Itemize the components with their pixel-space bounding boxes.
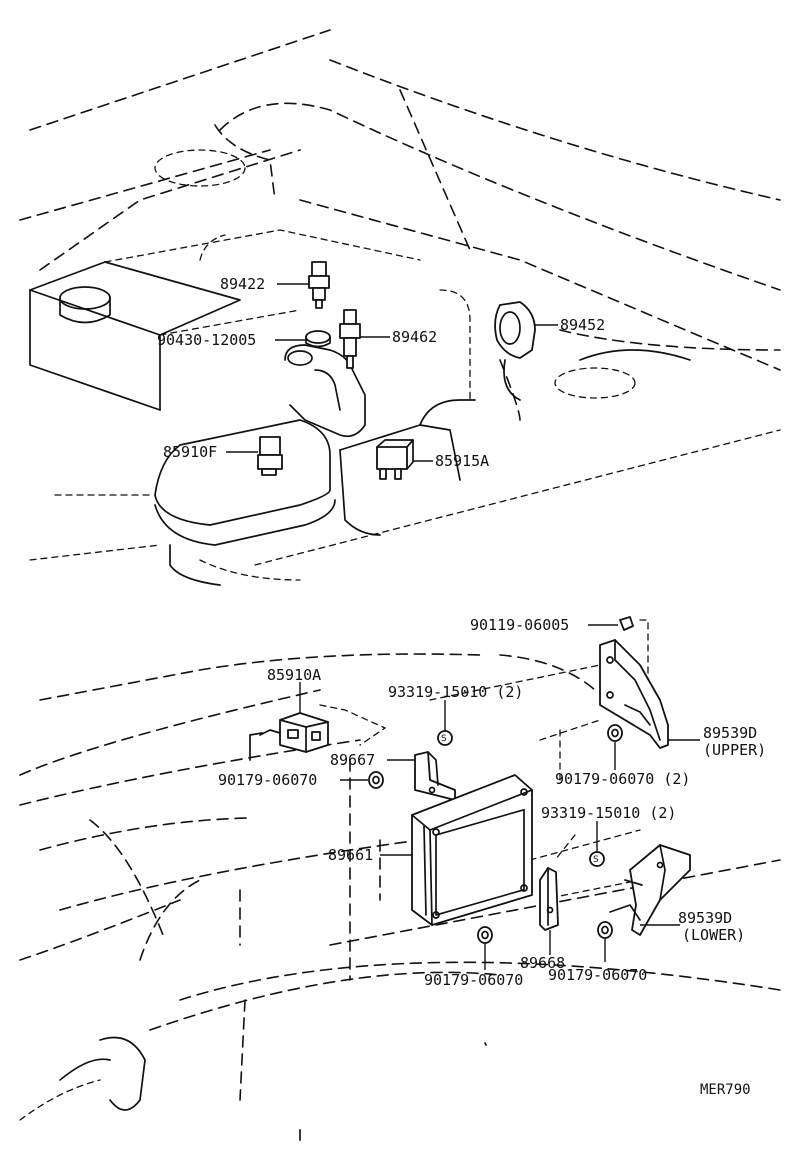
label-lower-note: (LOWER) (682, 926, 745, 944)
label-90179-06070-2: 90179-06070 (2) (555, 770, 690, 788)
part-89661-ecu-module[interactable]: 89661 (328, 774, 533, 926)
label-89462: 89462 (392, 328, 437, 346)
part-85910F-relay[interactable]: 85910F (163, 436, 283, 476)
label-89539D-upper: 89539D (703, 724, 757, 742)
label-89422: 89422 (220, 275, 265, 293)
label-90119-06005: 90119-06005 (470, 616, 569, 634)
part-89462-sensor[interactable]: 89462 (339, 309, 437, 369)
label-upper-note: (UPPER) (703, 741, 766, 759)
part-85915A-relay[interactable]: 85915A (376, 439, 489, 480)
part-90179-06070-left-nut[interactable]: 90179-06070 (218, 771, 384, 789)
label-90430-12005: 90430-12005 (157, 331, 256, 349)
label-93319-15010-upper: 93319-15010 (2) (388, 683, 523, 701)
part-93319-15010-lower-clip[interactable]: S 93319-15010 (2) (541, 804, 676, 867)
label-85915A: 85915A (435, 452, 489, 470)
part-89452-sensor[interactable]: 89452 (494, 301, 605, 359)
part-90179-06070-bottom-left-nut[interactable]: 90179-06070 (424, 926, 523, 989)
clip-mark-icon: S (593, 855, 599, 865)
label-89452: 89452 (560, 316, 605, 334)
part-89539D-upper-bracket[interactable]: 89539D (UPPER) (599, 639, 766, 759)
part-89539D-lower-bracket[interactable]: 89539D (LOWER) (609, 844, 745, 944)
label-90179-06070-left: 90179-06070 (218, 771, 317, 789)
label-90179-06070-bottom-right: 90179-06070 (548, 966, 647, 984)
clip-mark-icon: S (441, 734, 447, 744)
label-85910A: 85910A (267, 666, 321, 684)
part-89668-bracket[interactable]: 89668 (520, 867, 565, 972)
label-89668: 89668 (520, 954, 565, 972)
part-90119-06005-bolt[interactable]: 90119-06005 (470, 616, 634, 634)
part-89667-bracket[interactable]: 89667 (330, 751, 456, 801)
part-90179-06070-bottom-right-nut[interactable]: 90179-06070 (548, 921, 647, 984)
label-89667: 89667 (330, 751, 375, 769)
part-90430-12005-gasket[interactable]: 90430-12005 (157, 330, 331, 349)
engine-bay-outline (19, 29, 781, 586)
label-89539D-lower: 89539D (678, 909, 732, 927)
label-93319-15010-lower: 93319-15010 (2) (541, 804, 676, 822)
label-85910F: 85910F (163, 443, 217, 461)
part-85910A-relay[interactable]: 85910A (249, 666, 387, 761)
label-90179-06070-bottom-left: 90179-06070 (424, 971, 523, 989)
part-90179-06070-right-nut[interactable]: 90179-06070 (2) (555, 724, 690, 788)
part-89422-sensor[interactable]: 89422 (220, 261, 330, 309)
diagram-id: MER790 (700, 1082, 751, 1098)
label-89661: 89661 (328, 846, 373, 864)
part-93319-15010-upper-clip[interactable]: S 93319-15010 (2) (388, 683, 523, 746)
